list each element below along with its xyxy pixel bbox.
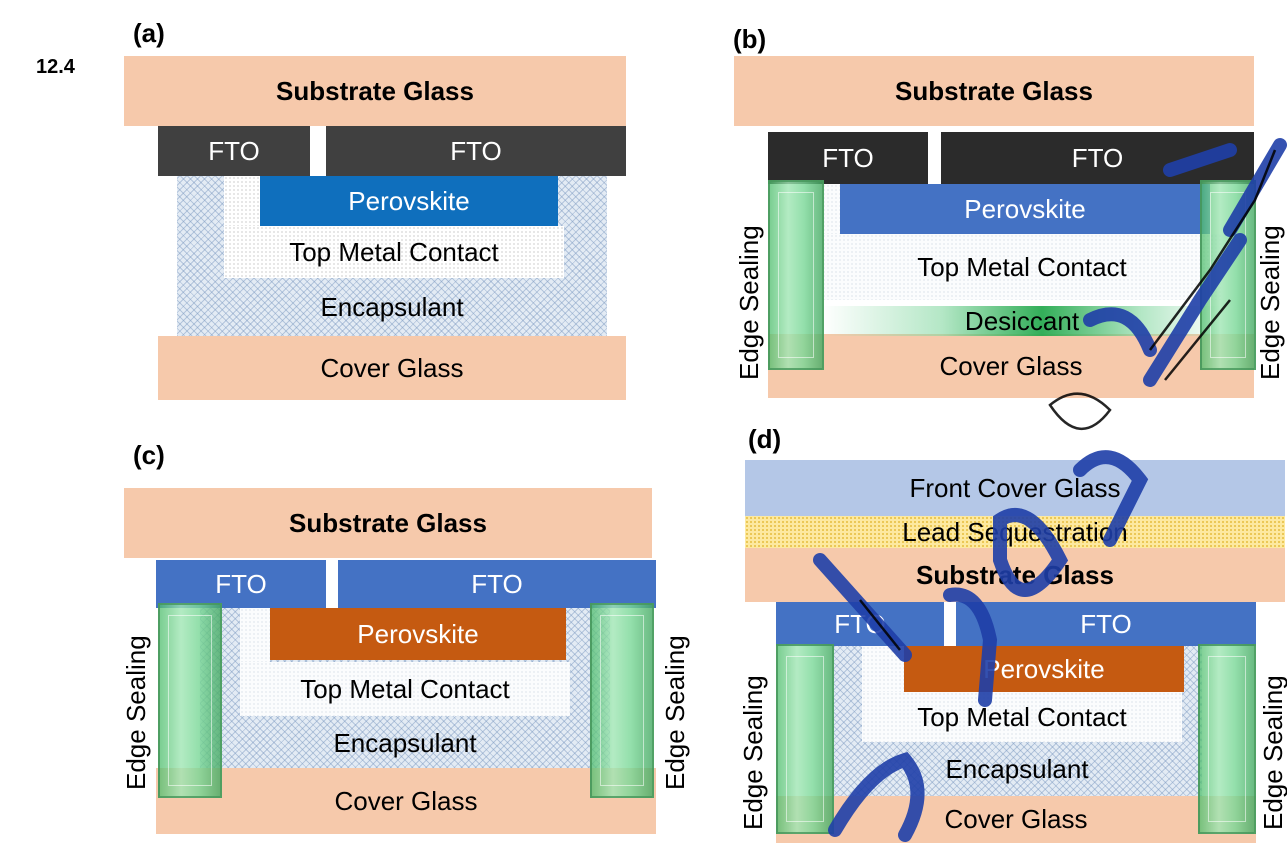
panel-a-label: (a) [133, 18, 165, 48]
panel-d-lead-sequestration: Lead Sequestration [745, 516, 1285, 548]
panel-c-label: (c) [133, 440, 165, 470]
panel-d-fto-right: FTO [956, 602, 1256, 646]
panel-b-edge-seal-left [768, 180, 824, 370]
panel-d-top-metal-contact: Top Metal Contact [862, 692, 1182, 742]
panel-d-edge-sealing-right-label: Edge Sealing [1258, 675, 1287, 830]
panel-c-encapsulant-label: Encapsulant [333, 727, 477, 758]
panel-c-edge-sealing-left-label: Edge Sealing [121, 635, 151, 790]
panel-a-metal-side [224, 176, 260, 226]
panel-b-metal-side [822, 184, 840, 234]
panel-b-perovskite: Perovskite [840, 184, 1210, 234]
panel-b-substrate-glass: Substrate Glass [734, 56, 1254, 126]
panel-d-perovskite: Perovskite [904, 646, 1184, 692]
panel-b-edge-sealing-left-label: Edge Sealing [734, 225, 764, 380]
panel-b-fto-right: FTO [941, 132, 1254, 184]
panel-d-substrate-glass: Substrate Glass [745, 548, 1285, 602]
panel-d-encapsulant-label: Encapsulant [945, 753, 1089, 784]
panel-d-fto-left: FTO [776, 602, 944, 646]
panel-d-edge-seal-right [1198, 644, 1256, 834]
panel-d-edge-sealing-left-label: Edge Sealing [738, 675, 768, 830]
panel-a-fto-right: FTO [326, 126, 626, 176]
panel-c-fto-left: FTO [156, 560, 326, 608]
panel-a-substrate-glass: Substrate Glass [124, 56, 626, 126]
panel-b-label: (b) [733, 24, 767, 54]
panel-d-cover-glass: Cover Glass [776, 796, 1256, 843]
page-label: 12.4 [36, 56, 75, 78]
panel-a-fto-left: FTO [158, 126, 310, 176]
panel-b-edge-sealing-right-label: Edge Sealing [1255, 225, 1285, 380]
panel-c-edge-seal-left [158, 603, 222, 798]
watermark-outline-1 [1048, 392, 1112, 430]
panel-a-perovskite: Perovskite [260, 176, 558, 226]
panel-b-edge-seal-right [1200, 180, 1256, 370]
panel-a-encapsulant-label: Encapsulant [320, 291, 464, 322]
panel-c-edge-sealing-right-label: Edge Sealing [660, 635, 690, 790]
panel-c-cover-glass: Cover Glass [156, 768, 656, 834]
panel-c-perovskite: Perovskite [270, 608, 566, 660]
panel-c-substrate-glass: Substrate Glass [124, 488, 652, 558]
panel-d-edge-seal-left [776, 644, 834, 834]
panel-b-desiccant: Desiccant [822, 306, 1222, 336]
panel-c-top-metal-contact: Top Metal Contact [240, 662, 570, 716]
panel-c-metal-side [240, 608, 270, 662]
panel-d-front-cover-glass: Front Cover Glass [745, 460, 1285, 516]
panel-c-edge-seal-right [590, 603, 654, 798]
panel-b-top-metal-contact: Top Metal Contact [822, 234, 1222, 300]
panel-d-metal-side [862, 646, 904, 692]
panel-a-cover-glass: Cover Glass [158, 336, 626, 400]
panel-c-fto-right: FTO [338, 560, 656, 608]
panel-b-fto-left: FTO [768, 132, 928, 184]
panel-a-top-metal-contact: Top Metal Contact [224, 226, 564, 278]
panel-b-cover-glass: Cover Glass [768, 334, 1254, 398]
panel-d-label: (d) [748, 424, 782, 454]
